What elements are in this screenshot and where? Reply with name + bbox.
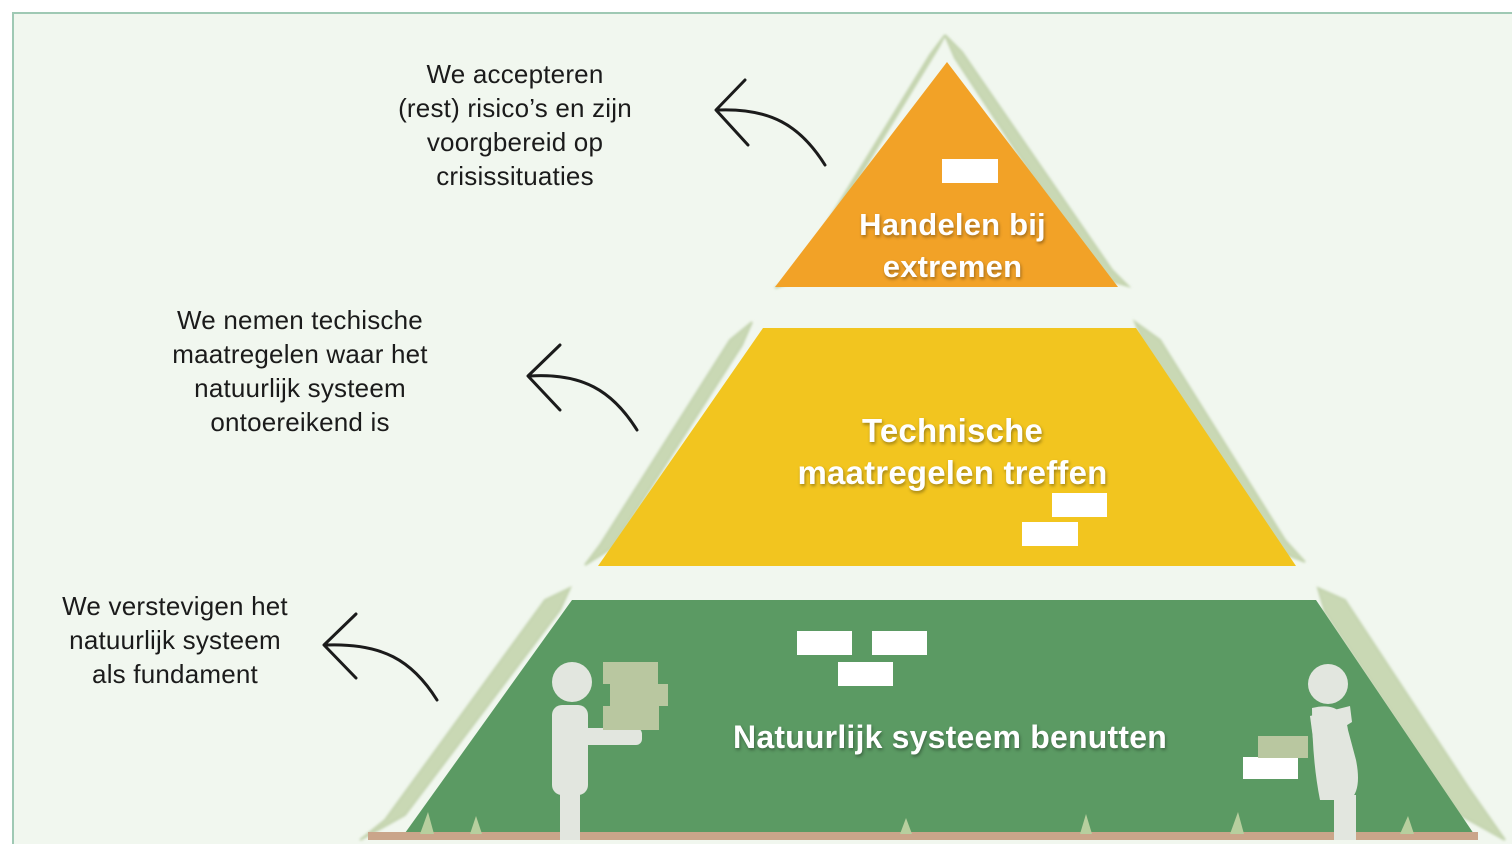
curved-arrow-icon xyxy=(714,78,827,167)
curved-arrow-icon xyxy=(526,343,639,432)
grass-decoration xyxy=(359,34,1506,841)
pyramid-tier-bottom xyxy=(400,600,1478,840)
note-bottom: We verstevigen het natuurlijk systeem al… xyxy=(62,591,288,689)
brick-icon xyxy=(797,159,1298,779)
person-figure-icon xyxy=(1258,664,1358,840)
tier-label-top: Handelen bij extremen xyxy=(859,207,1046,284)
note-middle: We nemen techische maatregelen waar het … xyxy=(172,305,428,437)
curved-arrow-icon xyxy=(322,612,439,702)
person-figure-icon xyxy=(552,662,668,840)
ground-grass xyxy=(420,812,1414,834)
ground-strip xyxy=(368,832,1478,840)
tier-label-middle: Technische maatregelen treffen xyxy=(797,412,1108,491)
tier-label-bottom: Natuurlijk systeem benutten xyxy=(733,719,1167,755)
note-top: We accepteren (rest) risico’s en zijn vo… xyxy=(398,59,632,191)
pyramid-tier-middle xyxy=(598,328,1296,566)
